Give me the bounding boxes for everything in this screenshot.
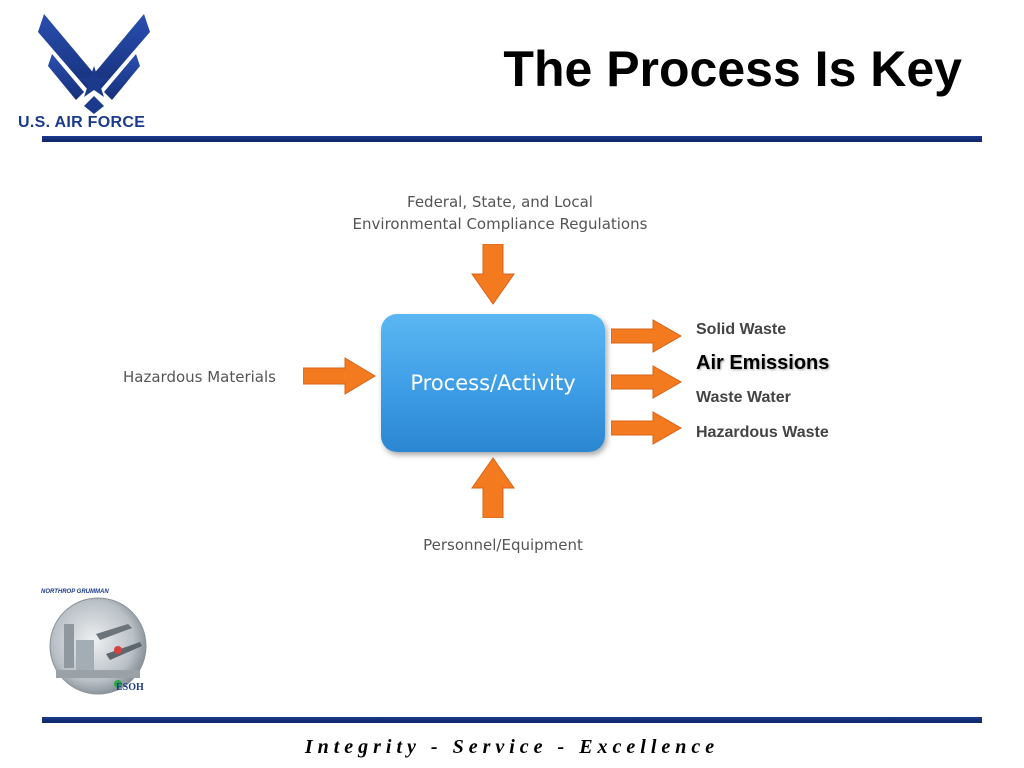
process-label: Process/Activity bbox=[410, 371, 576, 395]
arrow-output-solid-waste-icon bbox=[611, 319, 683, 353]
output-air-emissions: Air Emissions bbox=[696, 352, 830, 374]
diamond-icon bbox=[84, 96, 104, 114]
left-wing-icon bbox=[38, 14, 96, 90]
arrow-output-emissions-icon bbox=[611, 365, 683, 399]
top-input-line-2: Environmental Compliance Regulations bbox=[352, 215, 648, 233]
left-wing-lower-icon bbox=[48, 54, 84, 100]
arrow-up-icon bbox=[471, 457, 515, 518]
process-box: Process/Activity bbox=[381, 314, 605, 452]
slide-title: The Process Is Key bbox=[503, 41, 962, 97]
bottom-input-label: Personnel/Equipment bbox=[423, 536, 583, 554]
header-rule bbox=[42, 136, 982, 142]
right-wing-lower-icon bbox=[104, 54, 140, 100]
air-force-logo bbox=[38, 14, 150, 114]
arrow-down-icon bbox=[471, 244, 515, 305]
output-waste-water: Waste Water bbox=[696, 389, 791, 406]
logo-wordmark: U.S. AIR FORCE bbox=[18, 114, 146, 131]
top-input-line-1: Federal, State, and Local bbox=[407, 193, 593, 211]
leaf-icon bbox=[114, 680, 122, 688]
left-input-label: Hazardous Materials bbox=[123, 368, 276, 386]
footer-rule bbox=[42, 717, 982, 723]
esoh-badge bbox=[49, 597, 147, 695]
arrow-right-icon bbox=[303, 357, 376, 395]
badge-top-text: NORTHROP GRUMMAN bbox=[41, 589, 109, 595]
output-hazardous-waste: Hazardous Waste bbox=[696, 424, 829, 441]
footer-motto: Integrity - Service - Excellence bbox=[304, 736, 720, 758]
arrow-output-hazardous-icon bbox=[611, 411, 683, 445]
star-icon bbox=[78, 66, 110, 97]
output-solid-waste: Solid Waste bbox=[696, 321, 787, 338]
badge-bottom-text: ESOH bbox=[116, 682, 144, 693]
right-wing-icon bbox=[92, 14, 150, 90]
